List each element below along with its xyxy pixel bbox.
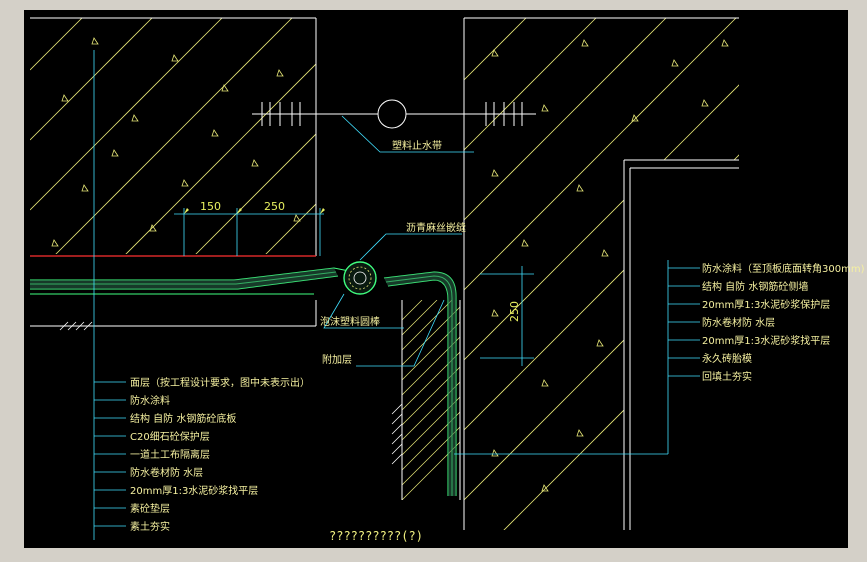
slab-hatch xyxy=(30,18,316,254)
left-layer-list: 面层（按工程设计要求，图中未表示出） 防水涂料 结构 自防 水钢筋砼底板 C20… xyxy=(130,376,310,533)
drawing-title: ??????????(?) xyxy=(329,529,423,543)
left-layer-item: 结构 自防 水钢筋砼底板 xyxy=(130,412,236,425)
right-layer-item: 20mm厚1:3水泥砂浆保护层 xyxy=(702,298,830,311)
ground-symbol xyxy=(59,321,403,465)
wall-hatch xyxy=(464,18,739,530)
wall-aggregate xyxy=(491,39,729,492)
left-layer-item: 素土夯实 xyxy=(130,520,170,533)
left-layer-item: 20mm厚1:3水泥砂浆找平层 xyxy=(130,484,258,497)
foam-rod xyxy=(343,261,377,295)
membrane-fill xyxy=(30,268,456,496)
label-additional-layer: 附加层 xyxy=(322,353,352,366)
dimension-ticks xyxy=(184,208,325,214)
right-callout-leader xyxy=(454,260,700,455)
label-waterstop: 塑料止水带 xyxy=(392,139,442,152)
right-layer-item: 20mm厚1:3水泥砂浆找平层 xyxy=(702,334,830,347)
drawing-canvas: 150 250 250 塑料止水带 沥青麻丝嵌缝 泡沫塑料圆棒 附加层 xyxy=(24,10,865,548)
slab-aggregate xyxy=(51,37,301,247)
left-callout-leader xyxy=(93,50,126,540)
left-layer-item: C20细石砼保护层 xyxy=(130,430,210,443)
right-layer-item: 防水卷材防 水层 xyxy=(702,316,775,329)
left-layer-item: 防水卷材防 水层 xyxy=(130,466,203,479)
left-layer-item: 素砼垫层 xyxy=(130,502,170,515)
dim-150: 150 xyxy=(200,200,221,213)
cad-drawing: 150 250 250 塑料止水带 沥青麻丝嵌缝 泡沫塑料圆棒 附加层 xyxy=(30,17,865,543)
plastic-waterstop xyxy=(252,99,536,129)
left-layer-item: 一道土工布隔离层 xyxy=(130,448,210,461)
structure-outlines xyxy=(30,17,739,530)
dim-250-vertical: 250 xyxy=(508,301,521,322)
dimension-lines xyxy=(174,208,534,366)
brick-formwork-hatch xyxy=(402,300,460,500)
right-layer-item: 永久砖胎模 xyxy=(702,352,752,365)
top-leaders xyxy=(323,115,474,367)
right-layer-item: 防水涂料（至顶板底面转角300mm) xyxy=(702,262,865,275)
dim-250: 250 xyxy=(264,200,285,213)
right-layer-item: 结构 自防 水钢筋砼侧墙 xyxy=(702,280,808,293)
left-layer-item: 面层（按工程设计要求，图中未表示出） xyxy=(130,376,310,389)
right-layer-item: 回填土夯实 xyxy=(702,370,752,383)
label-foam-rod: 泡沫塑料圆棒 xyxy=(320,315,380,328)
left-layer-item: 防水涂料 xyxy=(130,394,170,407)
right-layer-list: 防水涂料（至顶板底面转角300mm) 结构 自防 水钢筋砼侧墙 20mm厚1:3… xyxy=(702,262,865,383)
label-sealant: 沥青麻丝嵌缝 xyxy=(406,221,466,234)
